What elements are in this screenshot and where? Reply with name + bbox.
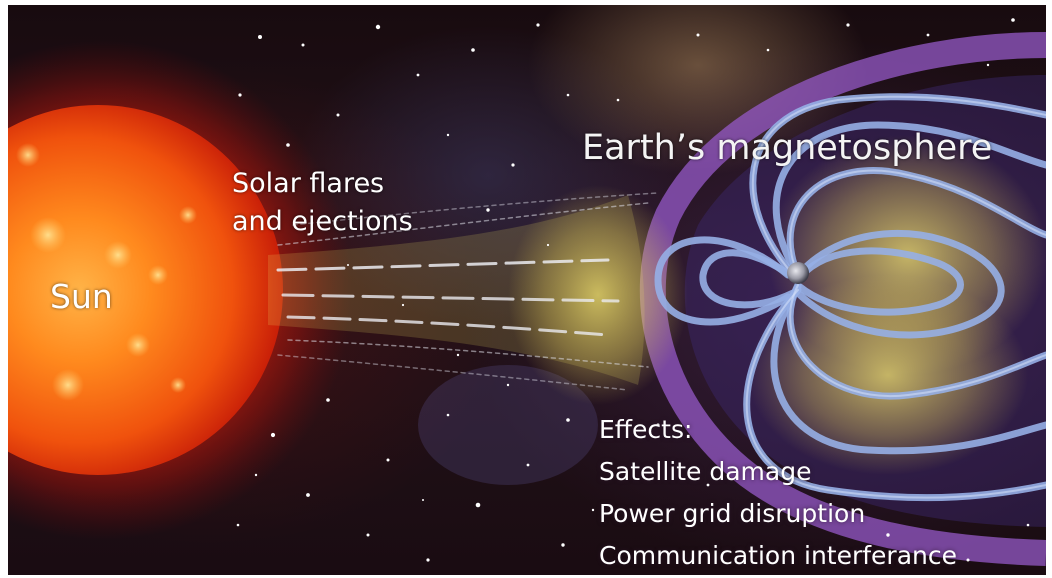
effect-item-power-grid: Power grid disruption xyxy=(599,499,866,528)
solar-flares-label-line2: and ejections xyxy=(232,206,413,237)
bow-shock-glow xyxy=(508,185,688,405)
effects-heading: Effects: xyxy=(599,415,693,444)
magnetic-field-highlights xyxy=(745,95,1046,499)
effect-item-communication: Communication interferance xyxy=(599,541,957,570)
space-weather-illustration: Sun Solar flares and ejections Earth’s m… xyxy=(8,5,1046,575)
solar-flares-label: Solar flares and ejections xyxy=(232,165,413,241)
haze-glow xyxy=(528,5,868,175)
earth-icon xyxy=(787,262,809,284)
effects-list: Effects: Satellite damage Power grid dis… xyxy=(599,409,957,575)
star-field xyxy=(236,18,1030,562)
scene-graphics xyxy=(8,5,1046,566)
sun-label: Sun xyxy=(50,277,113,316)
solar-flares-label-line1: Solar flares xyxy=(232,168,385,199)
nebula-blob xyxy=(418,365,598,485)
effect-item-satellite: Satellite damage xyxy=(599,457,812,486)
solar-wind-streams xyxy=(276,192,659,391)
magnetosphere-label: Earth’s magnetosphere xyxy=(582,128,993,168)
sun-surface-spots xyxy=(16,143,197,401)
